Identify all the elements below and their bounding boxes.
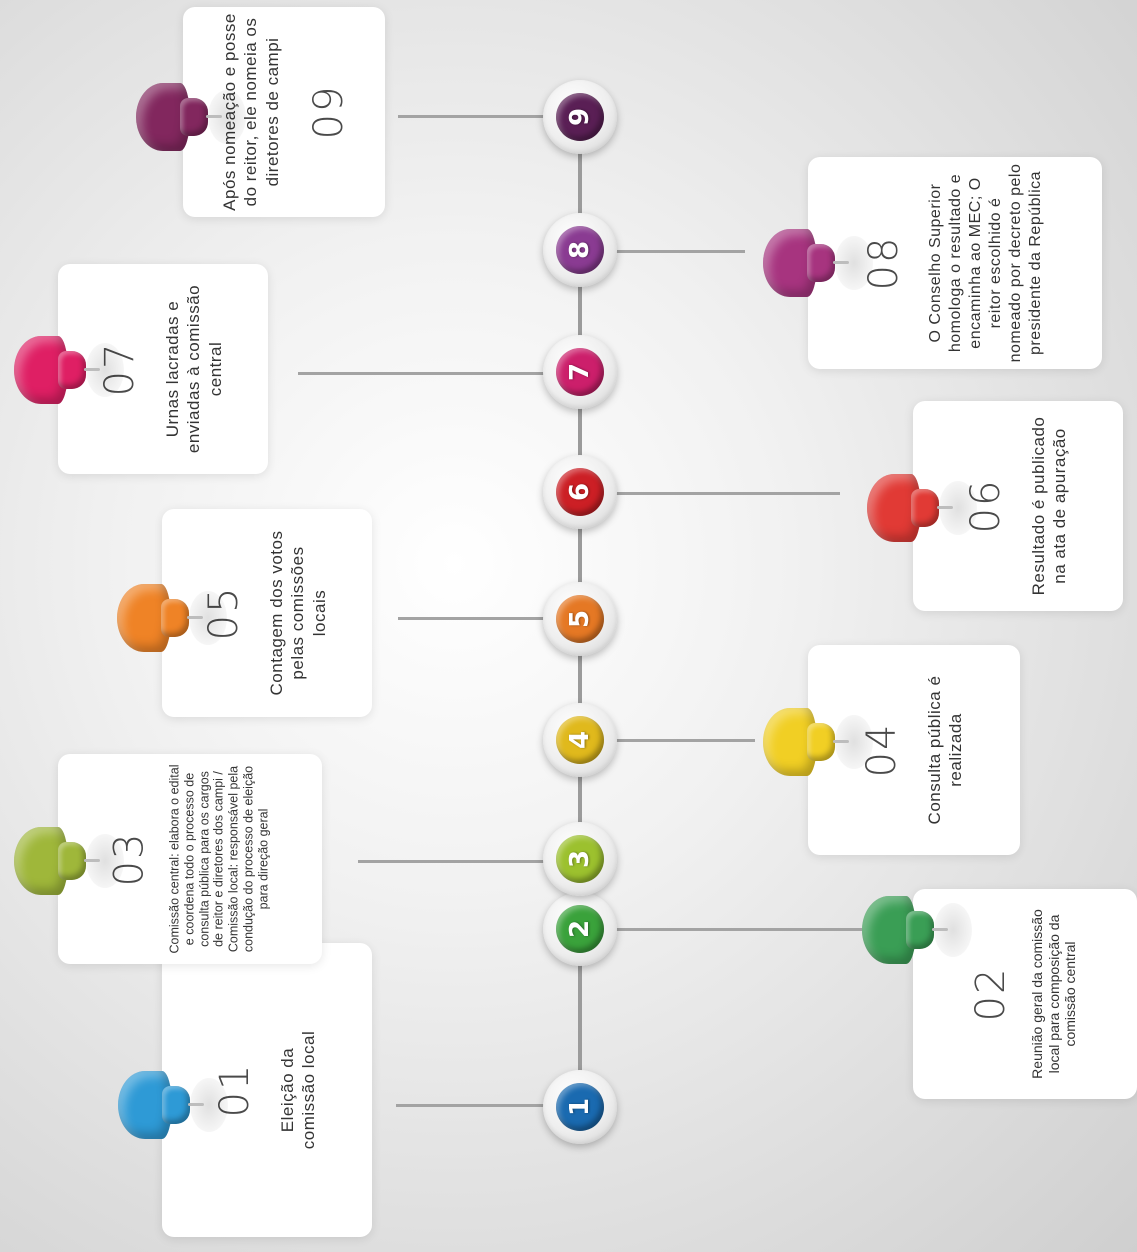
pushpin-5: [117, 581, 227, 655]
step-text-1: Eleição da comissão local: [277, 1030, 318, 1150]
step-node-4: 4: [543, 703, 617, 777]
node-number-4: 4: [565, 730, 595, 750]
connector-9: [398, 115, 548, 118]
connector-1: [396, 1104, 556, 1107]
step-node-8: 8: [543, 213, 617, 287]
step-card-5: 05 Contagem dos votos pelas comissões lo…: [162, 509, 372, 717]
node-number-7: 7: [565, 362, 595, 382]
connector-5: [398, 617, 548, 620]
step-card-2: 02 Reunião geral da comissão local para …: [913, 889, 1137, 1099]
step-card-4: 04 Consulta pública é realizada: [808, 645, 1020, 855]
step-text-4: Consulta pública é realizada: [924, 675, 965, 825]
step-node-3: 3: [543, 822, 617, 896]
pushpin-3: [14, 824, 124, 898]
node-number-3: 3: [565, 849, 595, 869]
pushpin-2: [862, 893, 972, 967]
step-card-8: 08 O Conselho Superior homologa o result…: [808, 157, 1102, 369]
step-node-5: 5: [543, 582, 617, 656]
step-number-9: 09: [305, 84, 352, 140]
step-text-6: Resultado é publicado na ata de apuração: [1028, 416, 1069, 596]
pushpin-9: [136, 80, 246, 154]
connector-4: [600, 739, 755, 742]
node-number-5: 5: [565, 609, 595, 629]
step-node-2: 2: [543, 892, 617, 966]
step-card-3: 03 Comissão central: elabora o edital e …: [58, 754, 322, 964]
step-text-3: Comissão central: elabora o edital e coo…: [167, 764, 270, 954]
step-text-8: O Conselho Superior homologa o resultado…: [927, 163, 1044, 363]
node-number-1: 1: [565, 1097, 595, 1117]
connector-3: [358, 860, 548, 863]
step-text-5: Contagem dos votos pelas comissões locai…: [267, 530, 329, 696]
pushpin-8: [763, 226, 873, 300]
pushpin-6: [867, 471, 977, 545]
node-number-2: 2: [565, 919, 595, 939]
step-text-2: Reunião geral da comissão local para com…: [1029, 909, 1079, 1079]
step-number-2: 02: [968, 966, 1015, 1022]
step-node-9: 9: [543, 80, 617, 154]
step-node-6: 6: [543, 455, 617, 529]
node-number-8: 8: [565, 240, 595, 260]
node-number-6: 6: [565, 482, 595, 502]
connector-2: [600, 928, 890, 931]
node-number-9: 9: [565, 107, 595, 127]
pushpin-7: [14, 333, 124, 407]
step-card-9: Após nomeação e posse do reitor, ele nom…: [183, 7, 385, 217]
connector-8: [600, 250, 745, 253]
step-text-7: Urnas lacradas e enviadas à comissão cen…: [163, 284, 225, 454]
connector-7: [298, 372, 548, 375]
step-node-7: 7: [543, 335, 617, 409]
step-card-1: 01 Eleição da comissão local: [162, 943, 372, 1237]
step-node-1: 1: [543, 1070, 617, 1144]
connector-6: [600, 492, 840, 495]
pushpin-1: [118, 1068, 228, 1142]
pushpin-4: [763, 705, 873, 779]
